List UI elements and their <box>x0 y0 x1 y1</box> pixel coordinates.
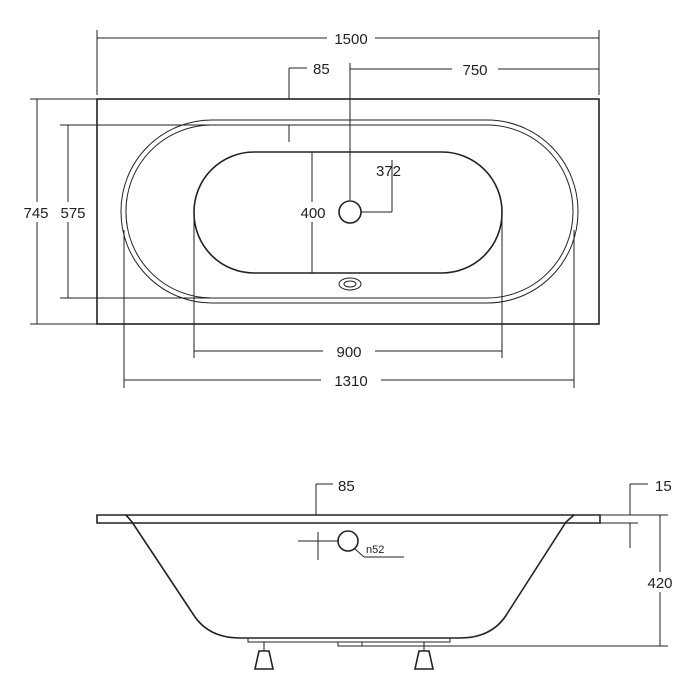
dim-overflow-position: 85 <box>315 478 355 515</box>
tub-base <box>247 638 451 643</box>
dim-rim-inner-length: 1310 <box>123 230 575 390</box>
label-inner-basin-length: 900 <box>336 344 361 361</box>
dim-rim-thickness: 15 <box>600 478 672 548</box>
label-half-width: 750 <box>462 62 487 79</box>
dim-rim-inner-depth: 575 <box>54 124 212 299</box>
tub-rim <box>96 514 601 524</box>
label-overflow-position: 85 <box>338 478 355 495</box>
label-overflow-diameter: n52 <box>366 544 384 556</box>
label-overflow-offset: 372 <box>376 163 401 180</box>
dim-overflow-diameter: n52 <box>354 544 404 558</box>
label-overall-depth: 745 <box>23 205 48 222</box>
dim-waste-offset: 85 <box>288 61 330 142</box>
tub-outline-rect <box>96 98 600 325</box>
dim-overall-width: 1500 <box>96 28 600 95</box>
label-waste-offset: 85 <box>313 61 330 78</box>
dim-half-width: 750 <box>349 59 599 200</box>
label-tub-height: 420 <box>647 575 672 592</box>
label-overall-width: 1500 <box>334 31 367 48</box>
waste-drain <box>338 277 362 291</box>
top-view: 1500 85 750 372 400 <box>18 28 600 390</box>
label-inner-basin-height: 400 <box>300 205 325 222</box>
label-rim-thickness: 15 <box>655 478 672 495</box>
tub-body <box>125 514 575 639</box>
label-rim-inner-length: 1310 <box>334 373 367 390</box>
overflow-hole <box>338 200 362 224</box>
dim-overall-depth: 745 <box>18 98 97 325</box>
dim-inner-basin-height: 400 <box>297 152 329 273</box>
basin-bottom-stadium <box>193 151 503 274</box>
overflow-hole-side <box>337 530 359 552</box>
waste-drain-inner <box>343 280 357 288</box>
dim-overflow-offset: 372 <box>361 160 401 213</box>
left-foot <box>254 641 274 670</box>
side-view: n52 85 15 420 <box>96 478 680 670</box>
label-rim-inner-depth: 575 <box>60 205 85 222</box>
dim-inner-basin-length: 900 <box>193 215 503 361</box>
dim-tub-height: 420 <box>362 515 680 647</box>
